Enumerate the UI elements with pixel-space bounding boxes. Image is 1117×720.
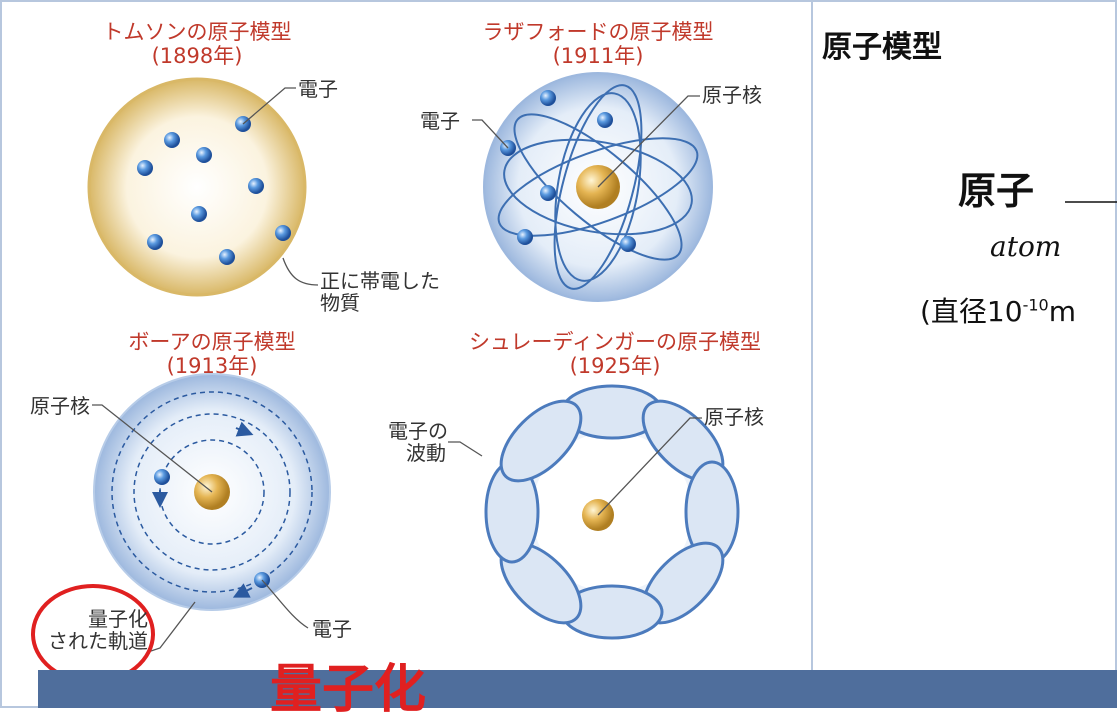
bohr-title: ボーアの原子模型 (1913年) — [128, 330, 296, 378]
bottom-bar — [38, 670, 1117, 708]
rutherford-title: ラザフォードの原子模型 (1911年) — [482, 20, 714, 68]
schrodinger-title: シュレーディンガーの原子模型 (1925年) — [468, 330, 762, 378]
thomson-electrons — [137, 116, 291, 265]
thomson-matter-label: 正に帯電した 物質 — [320, 269, 440, 315]
schrodinger-nucleus-label: 原子核 — [704, 405, 764, 429]
thomson-electron-label: 電子 — [298, 77, 338, 101]
bohr-electron-label: 電子 — [312, 617, 352, 641]
schrodinger-wave-label: 電子の 波動 — [388, 419, 448, 465]
thomson-model — [87, 77, 319, 297]
schrodinger-model — [448, 384, 740, 640]
quantized-annotation: 量子化 — [270, 660, 427, 720]
rutherford-electron-label: 電子 — [420, 109, 460, 133]
term-label: 原子 — [958, 169, 1035, 213]
thomson-title: トムソンの原子模型 (1898年) — [102, 20, 292, 68]
diameter-exponent: -10 — [1022, 295, 1049, 315]
term-english: atom — [990, 230, 1062, 263]
bohr-model — [92, 373, 331, 653]
bohr-nucleus-label: 原子核 — [30, 394, 90, 418]
rutherford-model — [472, 72, 713, 302]
bohr-orbit-label: 量子化 された軌道 — [48, 607, 148, 653]
page-title: 原子模型 — [822, 30, 942, 65]
rutherford-nucleus-label: 原子核 — [702, 83, 762, 107]
diameter-prefix: (直径10 — [920, 295, 1023, 328]
diameter-unit: m — [1048, 295, 1076, 328]
diameter-label: (直径10-10m — [920, 290, 1076, 330]
